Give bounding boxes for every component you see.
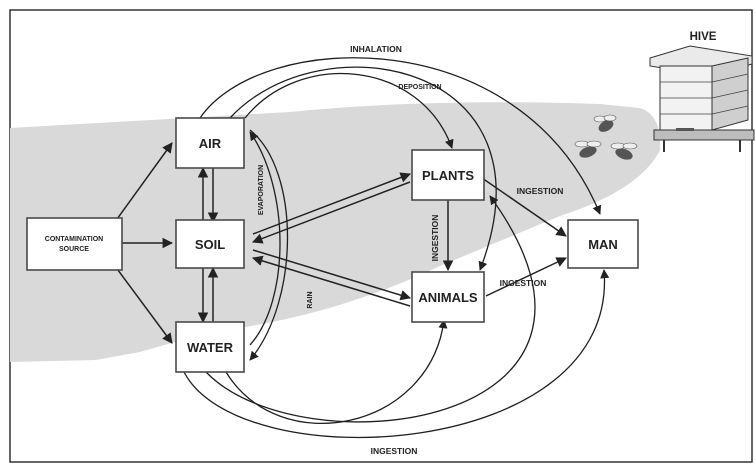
node-label-water: WATER [187, 340, 234, 355]
edge-label-ingestion-bottom: INGESTION [371, 446, 418, 456]
edge-label-evaporation: EVAPORATION [258, 165, 265, 215]
node-contamination-source [26, 217, 123, 271]
hive-label: HIVE [690, 31, 717, 43]
arrow-water-to-plants [205, 195, 536, 423]
arrow-source-to-water [111, 261, 173, 344]
arrow-soil-to-animals [252, 249, 412, 301]
edge-label-ingestion-vertical: INGESTION [430, 215, 440, 262]
node-label-air: AIR [199, 136, 222, 151]
bee-icon [610, 142, 638, 160]
node-air [175, 117, 245, 169]
node-label-man: MAN [588, 237, 618, 252]
arrow-soil-to-plants [252, 172, 411, 235]
node-animals [411, 271, 485, 323]
arrow-air-to-animals [229, 66, 497, 271]
arrow-water-to-man-ingestion [183, 269, 610, 439]
node-label-contamination-line2: SOURCE [59, 246, 89, 253]
edge-label-ingestion-plants-man: INGESTION [517, 186, 564, 196]
arrow-water-to-animals [225, 319, 448, 425]
arrow-deposition-to-plants [244, 72, 454, 149]
edge-label-inhalation: INHALATION [350, 44, 402, 54]
arrow-air-to-man-inhalation [199, 57, 602, 215]
node-plants [411, 149, 485, 201]
arrow-evaporation [249, 131, 281, 346]
edge-label-deposition: DEPOSITION [398, 84, 441, 91]
node-water [175, 321, 245, 373]
node-label-soil: SOIL [195, 237, 225, 252]
arrow-animals-to-soil [251, 255, 411, 307]
node-label-animals: ANIMALS [418, 290, 478, 305]
arrow-source-to-air [111, 142, 173, 227]
node-soil [175, 219, 245, 269]
shaded-environment-region [10, 102, 661, 362]
arrow-plants-to-man [481, 177, 567, 237]
arrow-rain [249, 129, 289, 361]
bee-icon [593, 114, 617, 132]
arrow-plants-to-soil [252, 181, 411, 244]
arrow-animals-to-man [485, 257, 567, 297]
edge-label-rain: RAIN [307, 291, 314, 308]
node-label-contamination-line1: CONTAMINATION [45, 236, 103, 243]
bee-icon [574, 140, 602, 158]
edge-label-ingestion-animals-man: INGESTION [500, 278, 547, 288]
node-label-plants: PLANTS [422, 168, 474, 183]
hive-illustration [649, 45, 755, 152]
node-man [567, 219, 639, 269]
